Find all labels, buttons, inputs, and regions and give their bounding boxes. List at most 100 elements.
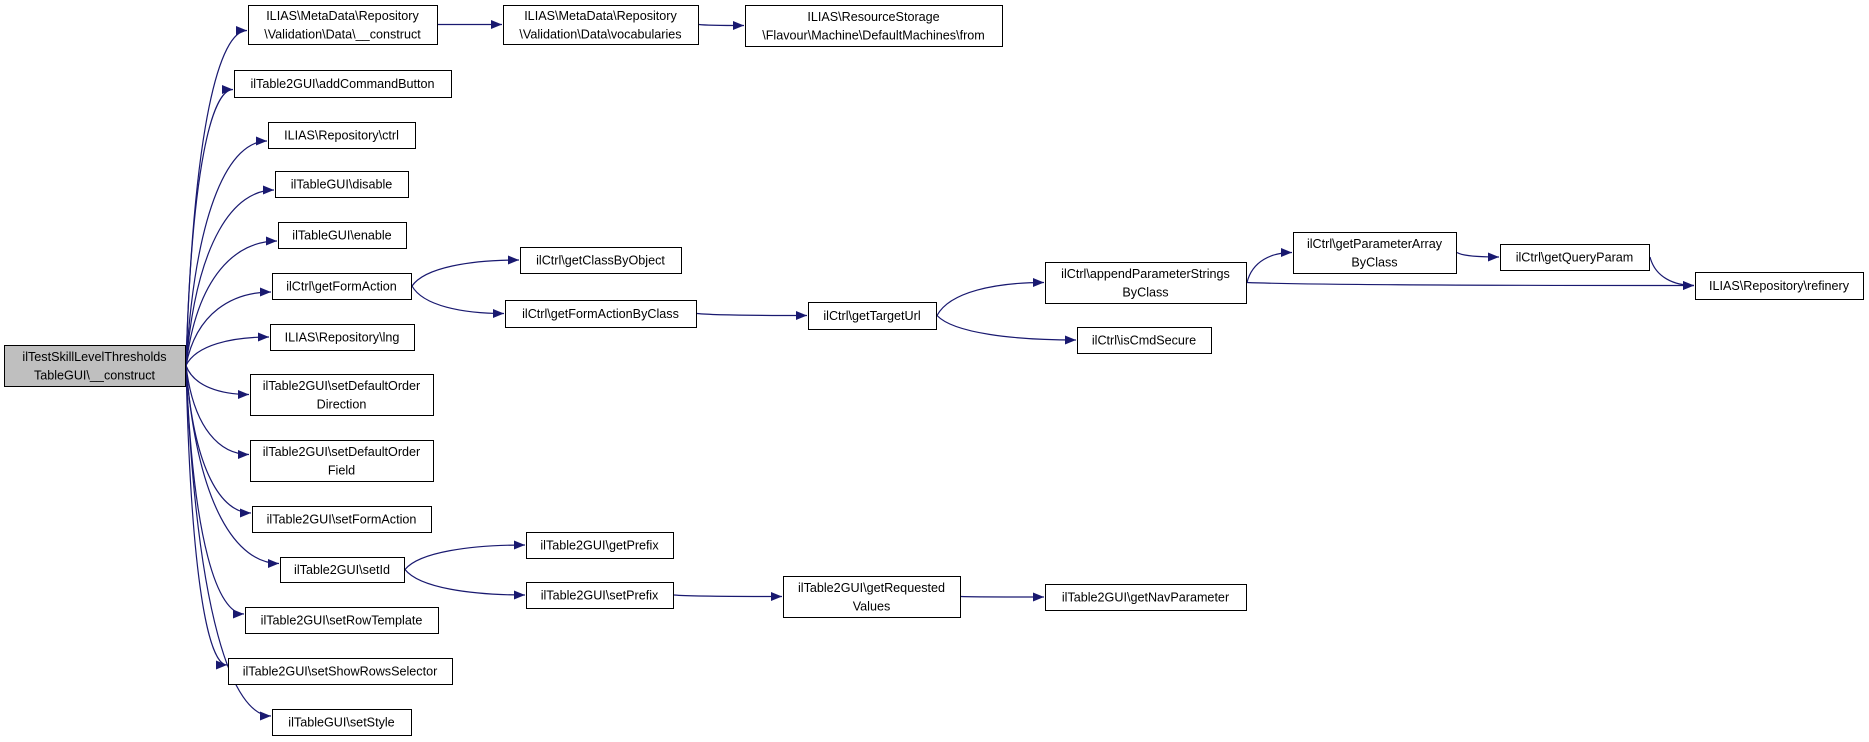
edge-root-to-set-show-rows-selector [185, 365, 228, 670]
graph-node-is-cmd-secure[interactable]: ilCtrl\isCmdSecure [1077, 327, 1212, 354]
node-label: ilCtrl\getQueryParam [1516, 251, 1634, 265]
node-box [1045, 262, 1247, 304]
node-box [250, 374, 434, 416]
edge-root-to-set-id [185, 365, 280, 568]
node-label: ILIAS\MetaData\Repository\Validation\Dat… [264, 9, 421, 42]
edge-get-requested-values-to-get-nav-parameter [960, 592, 1045, 602]
node-box [808, 302, 937, 330]
node-label: ILIAS\Repository\lng [285, 331, 400, 345]
node-label: ilCtrl\getClassByObject [536, 254, 665, 268]
graph-node-set-show-rows-selector[interactable]: ilTable2GUI\setShowRowsSelector [228, 658, 453, 685]
node-label: ilTable2GUI\setId [294, 563, 390, 577]
node-box [250, 440, 434, 482]
graph-node-get-prefix[interactable]: ilTable2GUI\getPrefix [526, 532, 674, 559]
node-box [275, 171, 409, 198]
node-label: ilTable2GUI\addCommandButton [250, 77, 434, 91]
edge-get-form-action-to-get-form-action-by-class [411, 285, 505, 318]
graph-node-get-form-action-by-class[interactable]: ilCtrl\getFormActionByClass [505, 300, 697, 328]
node-label: ilCtrl\getFormActionByClass [522, 307, 679, 321]
graph-node-default-machines-from[interactable]: ILIAS\ResourceStorage\Flavour\Machine\De… [745, 5, 1003, 47]
node-label: ilTable2GUI\getPrefix [540, 539, 659, 553]
node-label: ilCtrl\getFormAction [286, 280, 397, 294]
node-label: ILIAS\MetaData\Repository\Validation\Dat… [519, 9, 681, 42]
node-box [520, 247, 682, 274]
node-label: ilCtrl\getTargetUrl [823, 309, 920, 323]
graph-node-get-form-action[interactable]: ilCtrl\getFormAction [272, 273, 412, 300]
node-box [248, 5, 438, 45]
node-box [234, 70, 452, 98]
graph-node-get-target-url[interactable]: ilCtrl\getTargetUrl [808, 302, 937, 330]
edge-get-form-action-by-class-to-get-target-url [696, 310, 808, 320]
edge-root-to-enable [185, 236, 278, 366]
edge-root-to-set-default-order-direction [185, 365, 250, 399]
graph-node-md-construct[interactable]: ILIAS\MetaData\Repository\Validation\Dat… [248, 5, 438, 45]
node-box [278, 222, 407, 249]
node-box [783, 576, 961, 618]
node-box [526, 532, 674, 559]
edge-get-parameter-array-by-class-to-get-query-param [1456, 251, 1500, 262]
edge-root-to-disable [185, 185, 275, 366]
node-box [268, 122, 416, 149]
node-box [4, 345, 186, 387]
graph-node-repository-ctrl[interactable]: ILIAS\Repository\ctrl [268, 122, 416, 149]
node-box [245, 607, 439, 634]
graph-node-get-class-by-object[interactable]: ilCtrl\getClassByObject [520, 247, 682, 274]
edge-root-to-repository-lng [185, 332, 270, 366]
node-box [272, 273, 412, 300]
node-label: ilCtrl\isCmdSecure [1092, 334, 1196, 348]
node-box [1293, 232, 1457, 274]
graph-node-get-query-param[interactable]: ilCtrl\getQueryParam [1500, 244, 1650, 271]
graph-node-set-form-action[interactable]: ilTable2GUI\setFormAction [252, 506, 432, 533]
graph-node-get-nav-parameter[interactable]: ilTable2GUI\getNavParameter [1045, 584, 1247, 611]
node-box [505, 300, 697, 328]
node-box [272, 709, 412, 736]
edge-set-id-to-set-prefix [404, 569, 526, 600]
graph-node-set-style[interactable]: ilTableGUI\setStyle [272, 709, 412, 736]
node-box [228, 658, 453, 685]
graph-node-set-id[interactable]: ilTable2GUI\setId [280, 557, 405, 583]
node-label: ILIAS\ResourceStorage\Flavour\Machine\De… [762, 10, 985, 43]
edge-vocabularies-to-default-machines-from [698, 20, 745, 30]
node-label: ILIAS\Repository\refinery [1709, 279, 1850, 293]
graph-node-vocabularies[interactable]: ILIAS\MetaData\Repository\Validation\Dat… [503, 5, 699, 45]
graph-node-add-command-button[interactable]: ilTable2GUI\addCommandButton [234, 70, 452, 98]
node-label: ilTable2GUI\setShowRowsSelector [243, 665, 438, 679]
graph-node-set-row-template[interactable]: ilTable2GUI\setRowTemplate [245, 607, 439, 634]
node-box [270, 324, 415, 351]
node-label: ilTable2GUI\setPrefix [541, 589, 659, 603]
edge-get-form-action-to-get-class-by-object [411, 255, 520, 287]
graph-node-repository-refinery[interactable]: ILIAS\Repository\refinery [1695, 272, 1864, 300]
edge-get-target-url-to-append-parameter-strings-by-class [936, 278, 1045, 316]
node-label: ILIAS\Repository\ctrl [284, 129, 399, 143]
node-label: ilTable2GUI\setFormAction [267, 513, 417, 527]
node-box [280, 557, 405, 583]
node-box [1500, 244, 1650, 271]
edge-root-to-set-default-order-field [185, 365, 250, 459]
edge-set-prefix-to-get-requested-values [673, 591, 783, 601]
edge-get-target-url-to-is-cmd-secure [936, 315, 1077, 345]
graph-node-set-prefix[interactable]: ilTable2GUI\setPrefix [526, 582, 674, 609]
graph-node-disable[interactable]: ilTableGUI\disable [275, 171, 409, 198]
node-box [503, 5, 699, 45]
edge-root-to-set-style [185, 365, 272, 721]
graph-node-repository-lng[interactable]: ILIAS\Repository\lng [270, 324, 415, 351]
edge-append-parameter-strings-by-class-to-repository-refinery [1246, 280, 1695, 290]
graph-node-enable[interactable]: ilTableGUI\enable [278, 222, 407, 249]
node-box [745, 5, 1003, 47]
node-box [1077, 327, 1212, 354]
node-box [1045, 584, 1247, 611]
edge-set-id-to-get-prefix [404, 540, 526, 570]
node-label: ilTableGUI\disable [291, 178, 393, 192]
edge-get-query-param-to-repository-refinery [1649, 256, 1695, 290]
